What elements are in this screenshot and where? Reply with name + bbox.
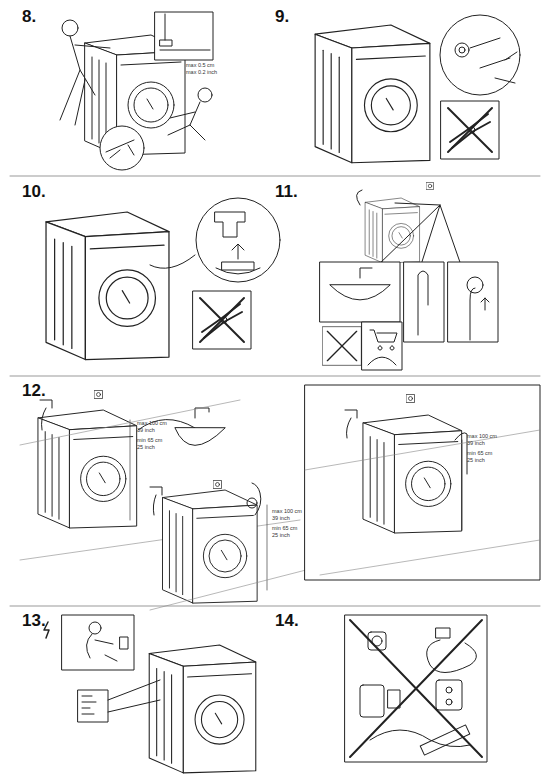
dimension-label: min 65 cm [467,451,492,457]
step-number: 8. [22,8,36,25]
dimension-label: max 0.2 inch [186,70,217,76]
step-number: 12. [22,382,46,399]
step-number: 11. [275,183,298,200]
step-number: 10. [22,183,46,200]
dimension-label: 25 inch [467,458,485,464]
dimension-label: 39 inch [272,516,290,522]
dimension-label: 39 inch [137,428,155,434]
step-number: 9. [275,8,289,25]
dimension-label: max 100 cm [137,421,167,427]
dimension-label: max 100 cm [272,509,302,515]
step-number: 13. [22,612,46,629]
dimension-label: max 100 cm [467,434,497,440]
dimension-label: 25 inch [137,445,155,451]
dimension-label: min 65 cm [272,526,297,532]
dimension-label: 39 inch [467,441,485,447]
step-number: 14. [275,612,299,629]
dimension-label: min 65 cm [137,438,162,444]
dimension-label: max 0.5 cm [186,63,214,69]
dimension-label: 25 inch [272,533,290,539]
